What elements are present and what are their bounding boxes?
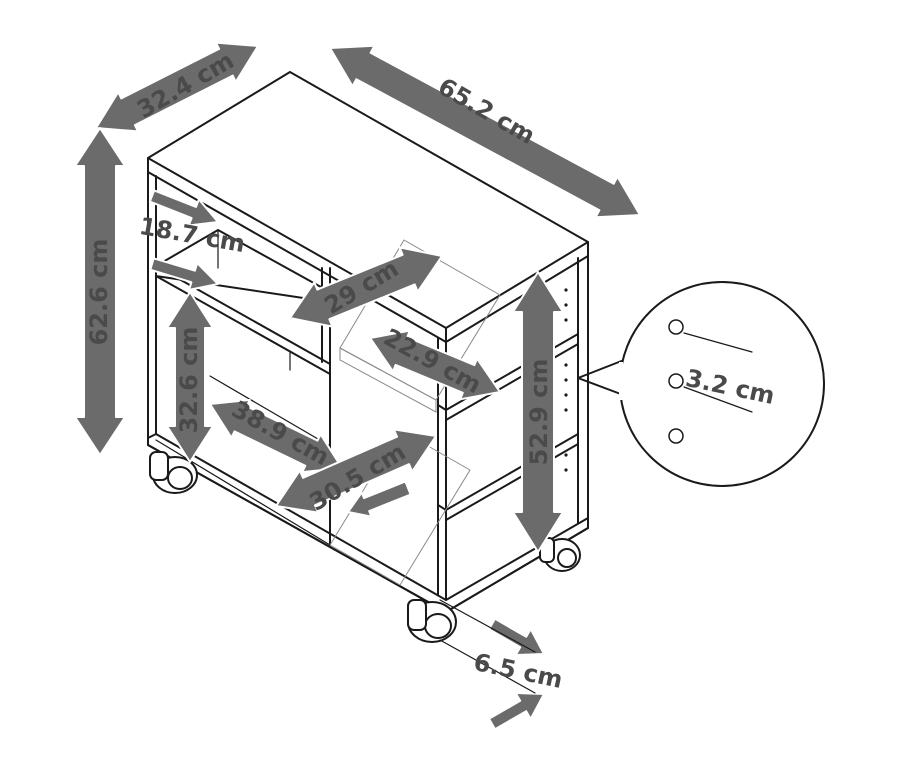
shelf-depth-arrow bbox=[369, 329, 501, 401]
hole-icon bbox=[668, 373, 684, 389]
shelf-width-arrow bbox=[289, 246, 443, 328]
caster-front-right bbox=[407, 599, 457, 643]
width-arrow bbox=[329, 44, 641, 219]
depth-arrow bbox=[95, 41, 259, 133]
left-opening-arrow bbox=[166, 291, 214, 463]
top-opening-arrow-upper bbox=[148, 189, 219, 227]
shelf-support-holes bbox=[564, 288, 568, 472]
height-label: 62.6 cm bbox=[85, 239, 113, 346]
left-opening-label: 32.6 cm bbox=[175, 327, 203, 434]
caster-arrow-upper bbox=[488, 617, 545, 656]
caster-back-right bbox=[539, 537, 581, 572]
top-opening-arrow-lower bbox=[149, 257, 219, 291]
height-arrow bbox=[74, 127, 126, 456]
right-height-label: 52.9 cm bbox=[525, 359, 553, 466]
hole-spacing-callout bbox=[577, 281, 825, 487]
bottom-depth-pointer bbox=[347, 480, 412, 518]
caster-extension-lines bbox=[439, 599, 536, 694]
right-height-arrow bbox=[512, 271, 564, 553]
hole-icon bbox=[668, 319, 684, 335]
bottom-depth-arrow bbox=[275, 428, 437, 514]
caster-arrow-lower bbox=[488, 692, 545, 731]
dimension-arrows bbox=[74, 41, 755, 731]
caster-wheels bbox=[149, 451, 581, 643]
hole-icon bbox=[668, 428, 684, 444]
caster-front-left bbox=[149, 451, 198, 494]
